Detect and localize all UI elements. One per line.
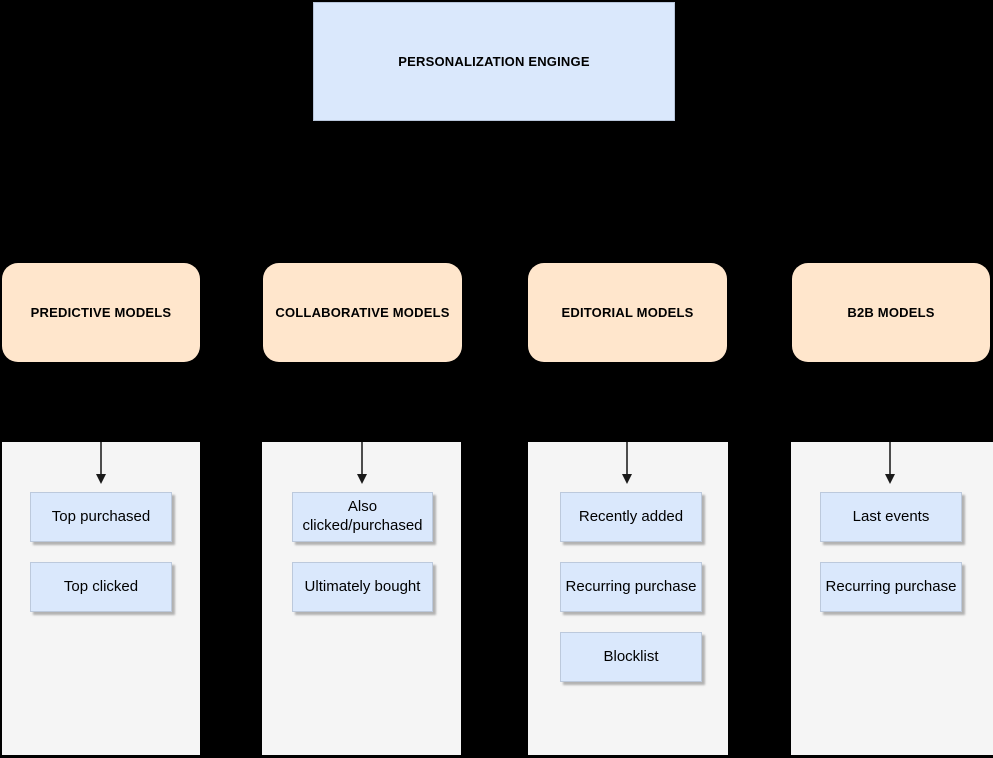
arrow-line <box>361 442 363 475</box>
node-recurring-purchase: Recurring purchase <box>820 562 962 612</box>
node-b2b-models: B2B MODELS <box>792 263 990 362</box>
node-predictive-models-label: PREDICTIVE MODELS <box>30 305 172 320</box>
arrow-head <box>622 474 632 484</box>
arrow-head <box>96 474 106 484</box>
arrow-down-icon <box>884 442 896 484</box>
node-also-clicked-purchased: Also clicked/purchased <box>292 492 433 542</box>
node-top-clicked: Top clicked <box>30 562 172 612</box>
arrow-down-icon <box>621 442 633 484</box>
node-top-purchased: Top purchased <box>30 492 172 542</box>
node-predictive-models: PREDICTIVE MODELS <box>2 263 200 362</box>
node-personalization-engine-label: PERSONALIZATION ENGINGE <box>398 54 590 69</box>
arrow-head <box>357 474 367 484</box>
node-editorial-models: EDITORIAL MODELS <box>528 263 727 362</box>
node-editorial-models-label: EDITORIAL MODELS <box>561 305 694 320</box>
node-blocklist: Blocklist <box>560 632 702 682</box>
arrow-line <box>100 442 102 475</box>
node-personalization-engine: PERSONALIZATION ENGINGE <box>313 2 675 121</box>
arrow-line <box>889 442 891 475</box>
node-ultimately-bought: Ultimately bought <box>292 562 433 612</box>
node-b2b-models-label: B2B MODELS <box>847 305 935 320</box>
node-collaborative-models-label: COLLABORATIVE MODELS <box>275 305 450 320</box>
arrow-head <box>885 474 895 484</box>
node-last-events: Last events <box>820 492 962 542</box>
node-recurring-purchase: Recurring purchase <box>560 562 702 612</box>
node-recently-added: Recently added <box>560 492 702 542</box>
arrow-line <box>626 442 628 475</box>
arrow-down-icon <box>95 442 107 484</box>
arrow-down-icon <box>356 442 368 484</box>
node-collaborative-models: COLLABORATIVE MODELS <box>263 263 462 362</box>
